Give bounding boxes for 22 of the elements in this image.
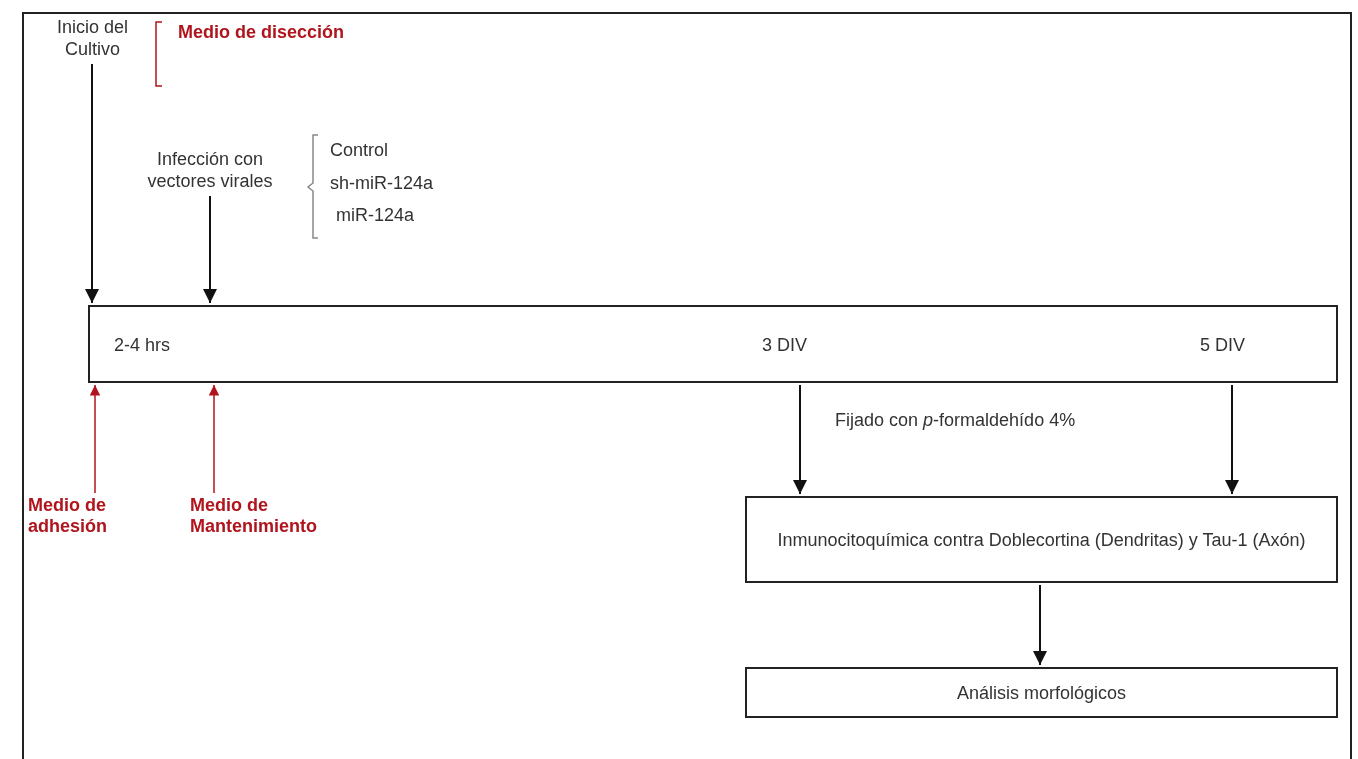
arrow: [89, 384, 101, 494]
arrow: [85, 63, 99, 304]
annotation-label: Medio de disección: [178, 22, 345, 43]
group-label: sh-miR-124a: [330, 173, 434, 194]
process-box: Inmunocitoquímica contra Doblecortina (Dendritas) y Tau-1 (Axón): [745, 496, 1338, 583]
step-label: Inicio del Cultivo: [40, 16, 145, 62]
arrow: [1225, 384, 1239, 495]
arrow: [793, 384, 807, 495]
process-box: Análisis morfológicos: [745, 667, 1338, 718]
step-label: Infección con vectores virales: [135, 148, 285, 194]
timeline-bar: [88, 305, 1338, 383]
time-label: 2-4 hrs: [114, 334, 171, 357]
medium-label: Medio de Mantenimiento: [190, 495, 370, 543]
arrow: [208, 384, 220, 494]
group-label: miR-124a: [336, 205, 415, 226]
time-label: 3 DIV: [762, 334, 808, 357]
note-text: Fijado con p-formaldehído 4%: [835, 410, 1076, 431]
arrow: [203, 195, 217, 304]
medium-label: Medio de adhesión: [28, 495, 148, 543]
time-label: 5 DIV: [1200, 334, 1246, 357]
arrow: [1033, 584, 1047, 666]
group-label: Control: [330, 140, 389, 161]
